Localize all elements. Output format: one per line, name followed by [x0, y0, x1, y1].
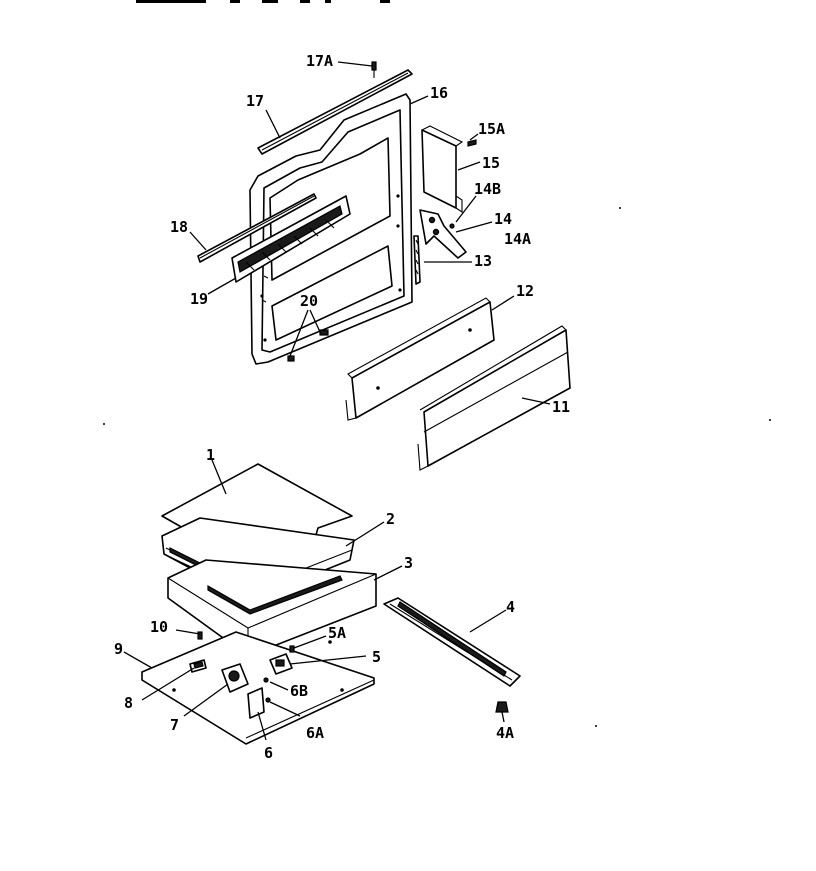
control-bracket-part-19 [231, 195, 351, 283]
label-15a: 15A [478, 120, 505, 138]
label-12: 12 [516, 282, 534, 300]
leveling-foot-part-4a [495, 701, 509, 713]
leader-lines [123, 61, 551, 741]
front-frame-part-16 [249, 93, 413, 365]
label-8: 8 [124, 694, 133, 712]
label-6a: 6A [306, 724, 324, 742]
scan-header-artifact [136, 0, 390, 3]
label-14b: 14B [474, 180, 501, 198]
screw-part-15a [467, 139, 477, 147]
label-13: 13 [474, 252, 492, 270]
label-18: 18 [170, 218, 188, 236]
igniter-part-7 [221, 663, 249, 693]
lower-trim-part-12 [345, 297, 495, 421]
label-19: 19 [190, 290, 208, 308]
label-11: 11 [552, 398, 570, 416]
slide-rail-part-4 [383, 597, 521, 687]
hinge-part-14 [419, 209, 467, 259]
label-14a: 14A [504, 230, 531, 248]
drawer-pan-part-3 [167, 559, 377, 657]
label-4: 4 [506, 598, 515, 616]
label-14: 14 [494, 210, 512, 228]
label-17a: 17A [306, 52, 333, 70]
screw-part-5a [289, 645, 295, 653]
screw-part-6a [265, 697, 271, 703]
label-6b: 6B [290, 682, 308, 700]
label-15: 15 [482, 154, 500, 172]
base-plate-part-9 [141, 631, 375, 745]
label-17: 17 [246, 92, 264, 110]
label-9: 9 [114, 640, 123, 658]
label-2: 2 [386, 510, 395, 528]
screw-part-10 [197, 631, 203, 640]
screw-part-6b [263, 677, 269, 683]
screws-part-20 [287, 329, 329, 362]
label-7: 7 [170, 716, 179, 734]
bracket-part-6 [247, 687, 265, 719]
switch-part-5 [269, 653, 293, 675]
label-5a: 5A [328, 624, 346, 642]
hinge-rod-part-13 [413, 235, 421, 285]
label-3: 3 [404, 554, 413, 572]
label-10: 10 [150, 618, 168, 636]
screw-part-17a [371, 61, 377, 78]
side-panel-part-15 [421, 125, 464, 214]
scan-specks [103, 207, 771, 727]
bolt-part-14b [449, 223, 455, 229]
label-1: 1 [206, 446, 215, 464]
label-16: 16 [430, 84, 448, 102]
top-trim-strip-part-17 [257, 69, 413, 155]
label-4a: 4A [496, 724, 514, 742]
label-6: 6 [264, 744, 273, 762]
label-5: 5 [372, 648, 381, 666]
kick-panel-part-11 [417, 325, 571, 471]
part-labels: 17A 17 16 15A 15 14B 14 14A 13 18 19 20 … [114, 52, 570, 762]
side-rail-part-18 [197, 193, 317, 263]
label-20: 20 [300, 292, 318, 310]
